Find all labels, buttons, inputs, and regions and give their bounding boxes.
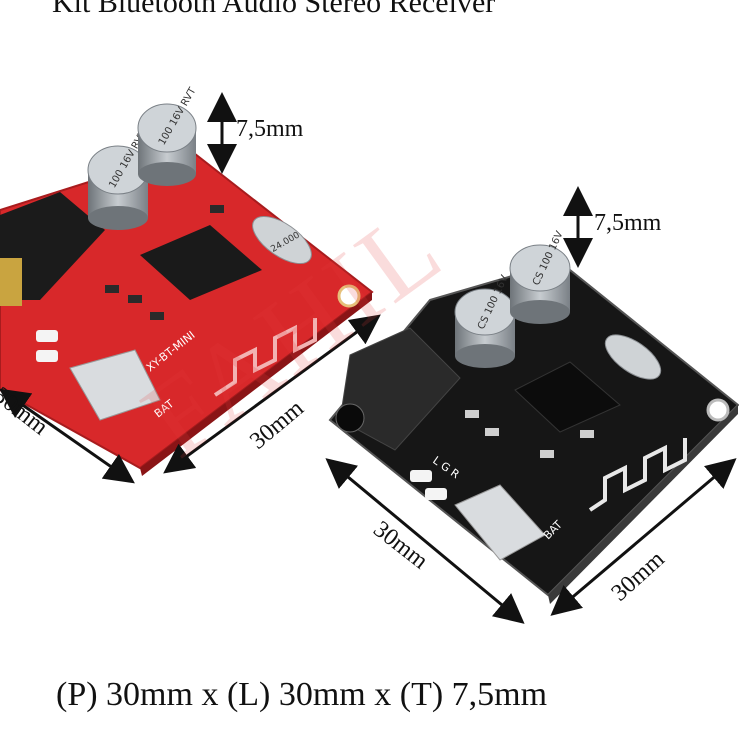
- black-width-left-arrow: [325, 458, 525, 624]
- dimension-caption: (P) 30mm x (L) 30mm x (T) 7,5mm: [56, 676, 548, 713]
- black-width-left-label: 30mm: [368, 516, 433, 574]
- red-capacitor-1: 100 16V RVT: [137, 85, 199, 186]
- page-title: Kit Bluetooth Audio Stereo Receiver: [52, 0, 496, 19]
- black-capacitor-1: CS 100 16V: [509, 230, 571, 324]
- black-width-right-label: 30mm: [607, 546, 670, 607]
- black-height-label: 7,5mm: [594, 210, 662, 236]
- black-crystal: [604, 334, 662, 380]
- red-height-label: 7,5mm: [236, 116, 304, 142]
- red-mount-hole: [337, 284, 361, 308]
- red-crystal: [252, 216, 312, 264]
- red-width-right-arrow: [163, 314, 381, 474]
- red-jack-pin: [0, 258, 22, 306]
- red-width-left-arrow: [0, 388, 135, 484]
- red-ic-chip: [140, 225, 262, 300]
- black-width-right-arrow: [550, 458, 737, 616]
- black-mount-hole: [706, 398, 730, 422]
- black-capacitor-2: CS 100 16V: [454, 274, 516, 368]
- red-audio-jack: [0, 192, 105, 300]
- black-ic-chip: [514, 361, 621, 433]
